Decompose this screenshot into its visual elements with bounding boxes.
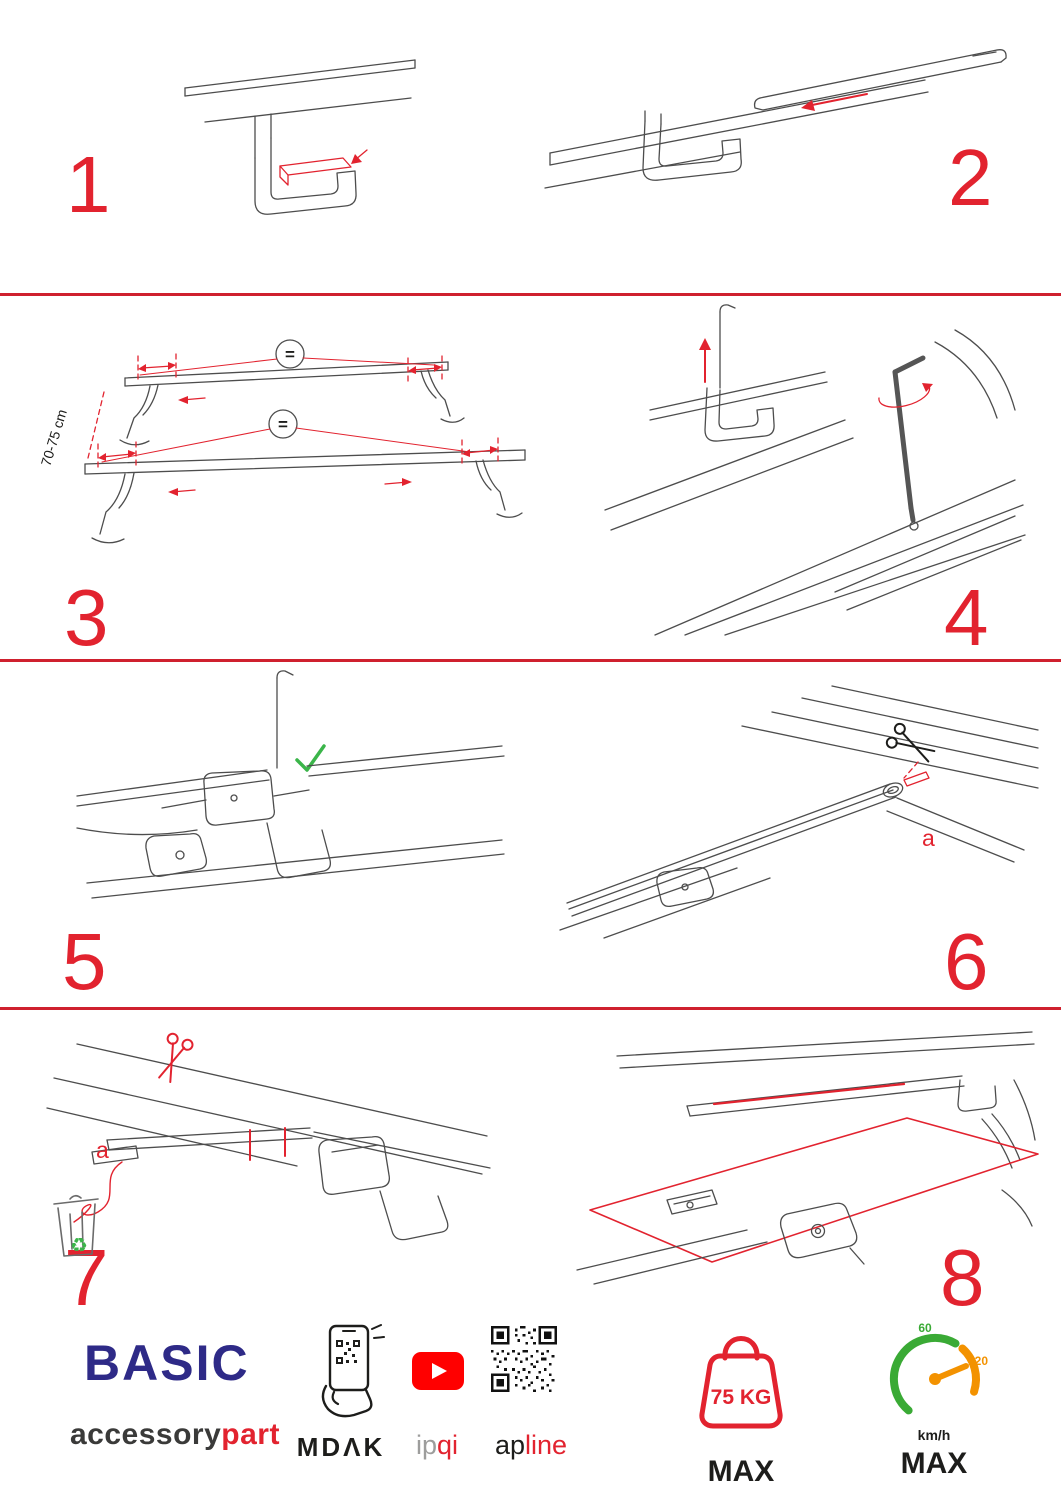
apline-red-part: line bbox=[525, 1430, 568, 1460]
bar-distance-label: 70-75 cm bbox=[38, 407, 70, 467]
weight-limit: 75 KG MAX bbox=[686, 1318, 796, 1489]
pin-up-arrow-icon bbox=[699, 338, 711, 350]
step-4-number: 4 bbox=[944, 573, 989, 662]
equal-badge-bottom bbox=[268, 409, 298, 439]
svg-text:=: = bbox=[285, 345, 295, 364]
step-2-illustration bbox=[544, 49, 1007, 189]
section-divider-2 bbox=[0, 659, 1061, 662]
rotate-arrow-icon bbox=[922, 383, 933, 392]
youtube-icon bbox=[412, 1352, 464, 1390]
strip-offcut-outline bbox=[903, 771, 930, 787]
step-8-illustration bbox=[576, 1031, 1039, 1285]
allen-key-icon bbox=[892, 355, 926, 375]
rubber-pad-outline bbox=[279, 157, 352, 176]
step-3-number: 3 bbox=[64, 573, 109, 662]
speed-unit-label: km/h bbox=[917, 1427, 951, 1443]
trash-bin-icon: ♻ bbox=[53, 1194, 99, 1257]
step-5-illustration bbox=[76, 670, 505, 899]
step-5-number: 5 bbox=[62, 917, 107, 1006]
mounting-area-outline bbox=[589, 1117, 1039, 1263]
checkmark-icon bbox=[295, 744, 326, 772]
weight-max-label: MAX bbox=[707, 1455, 775, 1488]
step-3-illustration: = = 70-75 cm bbox=[38, 339, 526, 544]
speed-max-label: MAX bbox=[900, 1447, 968, 1480]
speed-low-label: 60 bbox=[918, 1321, 932, 1335]
speed-limit: 60 120 km/h MAX bbox=[876, 1320, 992, 1481]
step-6-illustration: a bbox=[559, 685, 1039, 939]
step-7-illustration: a ♻ bbox=[46, 1032, 491, 1257]
ipqi-red-part: qi bbox=[437, 1430, 459, 1460]
svg-text:=: = bbox=[278, 415, 288, 434]
ipqi-gray-part: ip bbox=[415, 1430, 437, 1460]
offcut-label-a: a bbox=[96, 1137, 109, 1163]
step-4-illustration bbox=[604, 304, 1026, 636]
brand-subtitle-part: part bbox=[221, 1418, 280, 1451]
section-divider-3 bbox=[0, 1007, 1061, 1010]
scissors-icon-red bbox=[158, 1032, 194, 1084]
apline-label: apline bbox=[488, 1430, 574, 1461]
equal-badge-top bbox=[275, 339, 305, 369]
phone-qr-scan-icon bbox=[321, 1324, 385, 1418]
weight-icon: 75 KG bbox=[699, 1336, 783, 1429]
section-divider-1 bbox=[0, 293, 1061, 296]
insert-arrow-icon bbox=[351, 154, 362, 164]
brand-subtitle: accessorypart bbox=[70, 1418, 280, 1452]
apline-black-part: ap bbox=[494, 1430, 525, 1460]
step-6-number: 6 bbox=[944, 917, 989, 1006]
speed-high-label: 120 bbox=[968, 1354, 988, 1368]
step-2-number: 2 bbox=[948, 133, 993, 222]
speedometer-icon: 60 120 bbox=[889, 1321, 988, 1415]
qr-code bbox=[491, 1326, 557, 1392]
recycle-icon: ♻ bbox=[70, 1233, 88, 1257]
brand-logo: BASIC bbox=[84, 1335, 250, 1391]
scissors-icon bbox=[885, 722, 936, 763]
cut-label-a: a bbox=[922, 825, 935, 851]
mdak-label: MDΛK bbox=[296, 1432, 386, 1462]
step-1-illustration bbox=[184, 59, 416, 215]
ipqi-label: ipqi bbox=[402, 1430, 472, 1461]
brand-subtitle-accessory: accessory bbox=[70, 1418, 222, 1451]
slide-arrow-icon bbox=[801, 100, 815, 111]
weight-value-label: 75 KG bbox=[711, 1386, 772, 1409]
step-1-number: 1 bbox=[66, 140, 111, 229]
step-8-number: 8 bbox=[940, 1233, 985, 1322]
step-7-number: 7 bbox=[64, 1233, 109, 1322]
